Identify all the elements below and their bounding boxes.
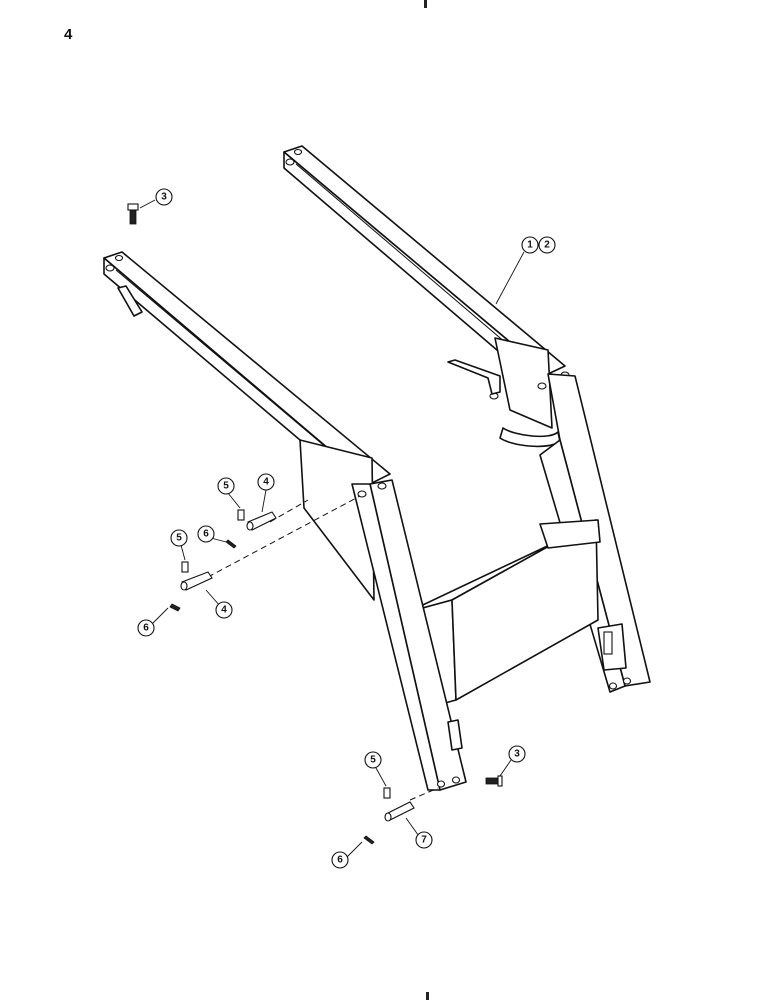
svg-text:2: 2 bbox=[544, 240, 550, 251]
callout-6-left: 6 bbox=[137, 619, 155, 637]
svg-text:1: 1 bbox=[527, 240, 533, 251]
bottom-crop-mark bbox=[426, 992, 429, 1000]
callout-7: 7 bbox=[415, 831, 433, 849]
svg-text:5: 5 bbox=[176, 533, 182, 544]
page-number: 4 bbox=[64, 26, 73, 43]
svg-text:6: 6 bbox=[337, 855, 343, 866]
svg-text:6: 6 bbox=[143, 623, 149, 634]
callout-4-upper: 4 bbox=[257, 473, 275, 491]
left-loader-arm bbox=[103, 251, 467, 791]
bolt-5-upper bbox=[237, 509, 245, 521]
cotter-6-left bbox=[169, 603, 181, 612]
svg-text:3: 3 bbox=[161, 192, 167, 203]
svg-text:7: 7 bbox=[421, 835, 427, 846]
bolt-3-top bbox=[127, 203, 139, 225]
loose-parts bbox=[127, 203, 503, 845]
svg-text:5: 5 bbox=[370, 755, 376, 766]
svg-text:4: 4 bbox=[221, 605, 227, 616]
callout-1: 1 bbox=[521, 236, 539, 254]
callout-6-bottom: 6 bbox=[331, 851, 349, 869]
svg-text:3: 3 bbox=[514, 749, 520, 760]
callout-3-bottom: 3 bbox=[508, 745, 526, 763]
callout-5-bottom: 5 bbox=[364, 751, 382, 769]
svg-text:5: 5 bbox=[223, 481, 229, 492]
callout-5-left: 5 bbox=[170, 529, 188, 547]
callout-6-upper: 6 bbox=[197, 525, 215, 543]
callout-4-lower: 4 bbox=[215, 601, 233, 619]
bolt-5-bottom bbox=[383, 787, 391, 799]
svg-text:4: 4 bbox=[263, 477, 269, 488]
top-crop-mark bbox=[424, 0, 427, 8]
svg-text:6: 6 bbox=[203, 529, 209, 540]
callout-2: 2 bbox=[538, 236, 556, 254]
pin-4-upper bbox=[246, 511, 277, 531]
callout-3-top: 3 bbox=[155, 188, 173, 206]
bolt-5-left bbox=[181, 561, 189, 573]
leader-lines bbox=[139, 199, 525, 859]
cotter-6-upper bbox=[225, 539, 237, 549]
callout-5-upper: 5 bbox=[217, 477, 235, 495]
bolt-3-bottom bbox=[485, 775, 503, 787]
exploded-lines bbox=[207, 495, 439, 801]
cotter-6-bottom bbox=[363, 835, 375, 845]
pin-4-lower bbox=[180, 571, 213, 591]
pin-7 bbox=[384, 801, 415, 822]
